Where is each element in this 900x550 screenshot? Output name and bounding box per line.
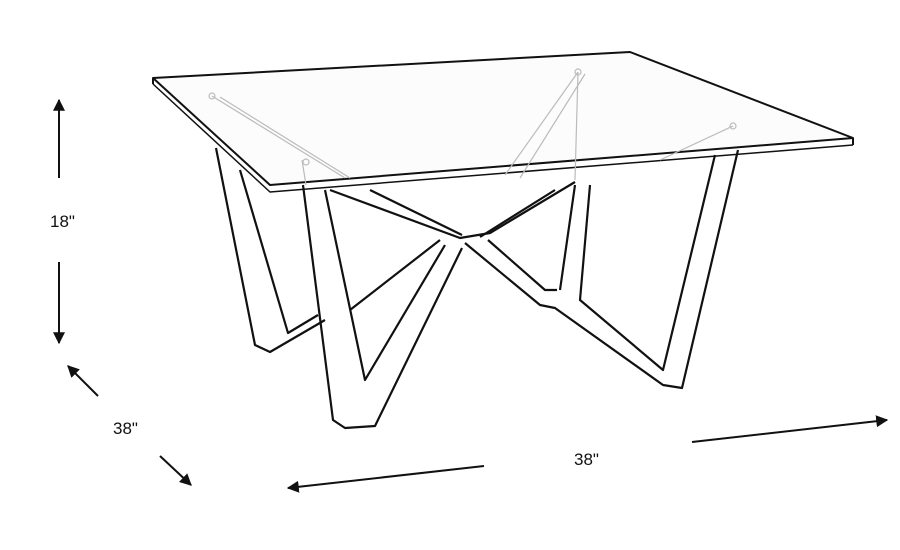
arrow-left-icon: [286, 465, 485, 493]
width-dimension-arrows: [286, 415, 889, 493]
glass-tabletop: [152, 51, 854, 193]
arrow-down-right-icon: [159, 455, 192, 486]
metal-base: [214, 147, 740, 430]
height-label: 18": [50, 212, 75, 231]
arrow-up-left-icon: [67, 365, 99, 397]
arrow-right-icon: [691, 415, 889, 443]
width-label: 38": [574, 450, 599, 469]
depth-dimension-arrows: [67, 365, 192, 486]
depth-label: 38": [113, 419, 138, 438]
upper-struts: [208, 68, 737, 186]
